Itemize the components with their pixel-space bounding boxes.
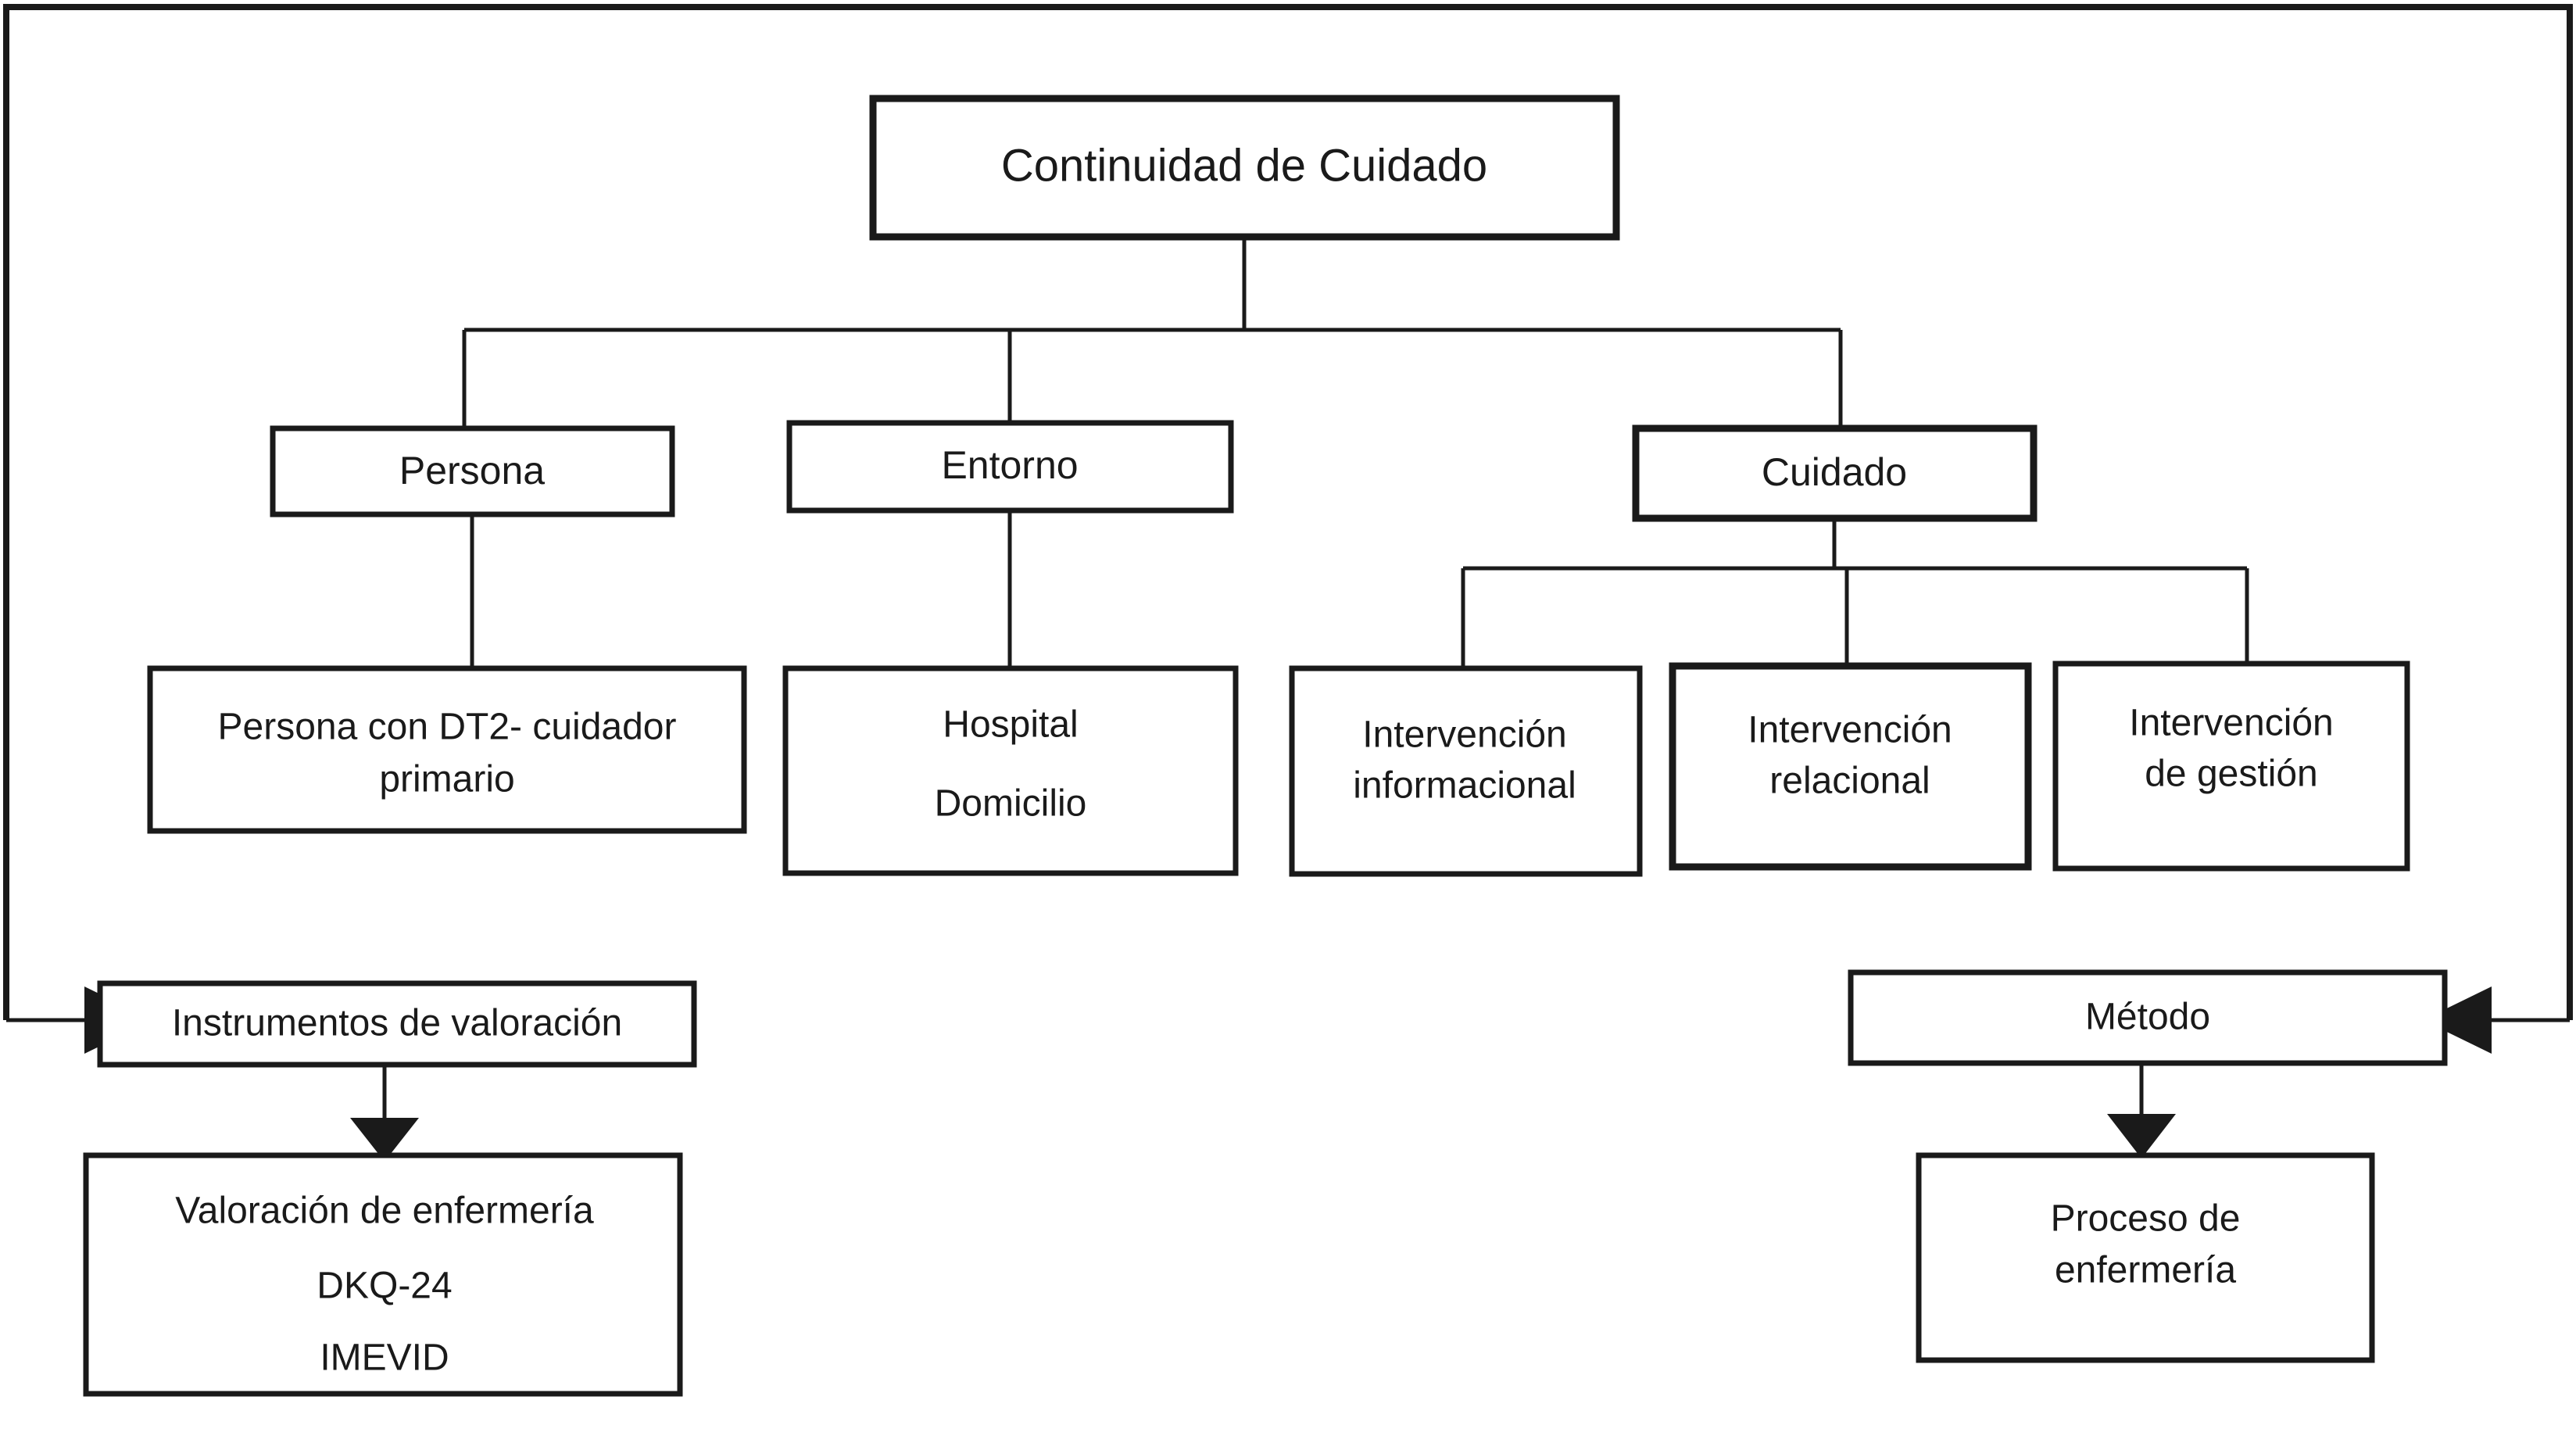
node-intervencion-gestion-line2: de gestión (2145, 754, 2318, 795)
node-entorno-label: Entorno (941, 443, 1078, 487)
node-persona-label: Persona (399, 449, 545, 492)
node-cuidado-box[interactable] (1632, 424, 2038, 522)
node-instrumentos-label: Instrumentos de valoración (172, 1003, 622, 1044)
node-intervencion-informacional-line2: informacional (1353, 765, 1576, 807)
node-valoracion-line1: Valoración de enfermería (175, 1191, 594, 1232)
node-proceso-box[interactable] (1916, 1152, 2375, 1363)
node-intervencion-relacional-line2: relacional (1769, 761, 1930, 802)
node-persona-dt2-line2: primario (379, 759, 514, 800)
arrow-head-down-proceso (2107, 1114, 2176, 1158)
node-intervencion-informacional-box[interactable] (1289, 665, 1643, 877)
node-entorno-lugares-line1: Hospital (943, 704, 1078, 746)
node-intervencion-gestion-box[interactable] (2052, 661, 2410, 872)
node-proceso-line2: enfermería (2055, 1250, 2236, 1291)
node-continuidad-de-cuidado-label: Continuidad de Cuidado (1001, 140, 1487, 191)
node-intervencion-gestion-line1: Intervención (2129, 703, 2334, 744)
arrow-head-down-valoracion (350, 1118, 419, 1162)
node-metodo-box[interactable] (1848, 969, 2448, 1066)
node-valoracion-line2: DKQ-24 (317, 1266, 452, 1307)
node-persona-dt2-box[interactable] (147, 665, 747, 834)
node-persona-dt2-line1: Persona con DT2- cuidador (218, 707, 677, 748)
node-continuidad-de-cuidado-box[interactable] (869, 95, 1620, 241)
node-entorno-lugares-box[interactable] (782, 665, 1239, 876)
node-valoracion-box[interactable] (83, 1152, 683, 1397)
node-instrumentos-box[interactable] (97, 980, 697, 1068)
node-intervencion-informacional-line1: Intervención (1362, 714, 1567, 756)
node-cuidado-label: Cuidado (1762, 450, 1907, 494)
node-metodo-label: Método (2085, 997, 2210, 1038)
node-valoracion-line3: IMEVID (320, 1337, 449, 1379)
node-proceso-line1: Proceso de (2051, 1198, 2241, 1240)
node-intervencion-relacional-box[interactable] (1669, 662, 2032, 871)
node-intervencion-relacional-line1: Intervención (1748, 710, 1952, 751)
node-entorno-lugares-line2: Domicilio (935, 783, 1087, 825)
outer-frame-border (3, 4, 2573, 1020)
arrow-head-left-metodo (2423, 986, 2492, 1054)
node-persona-box[interactable] (270, 425, 675, 517)
